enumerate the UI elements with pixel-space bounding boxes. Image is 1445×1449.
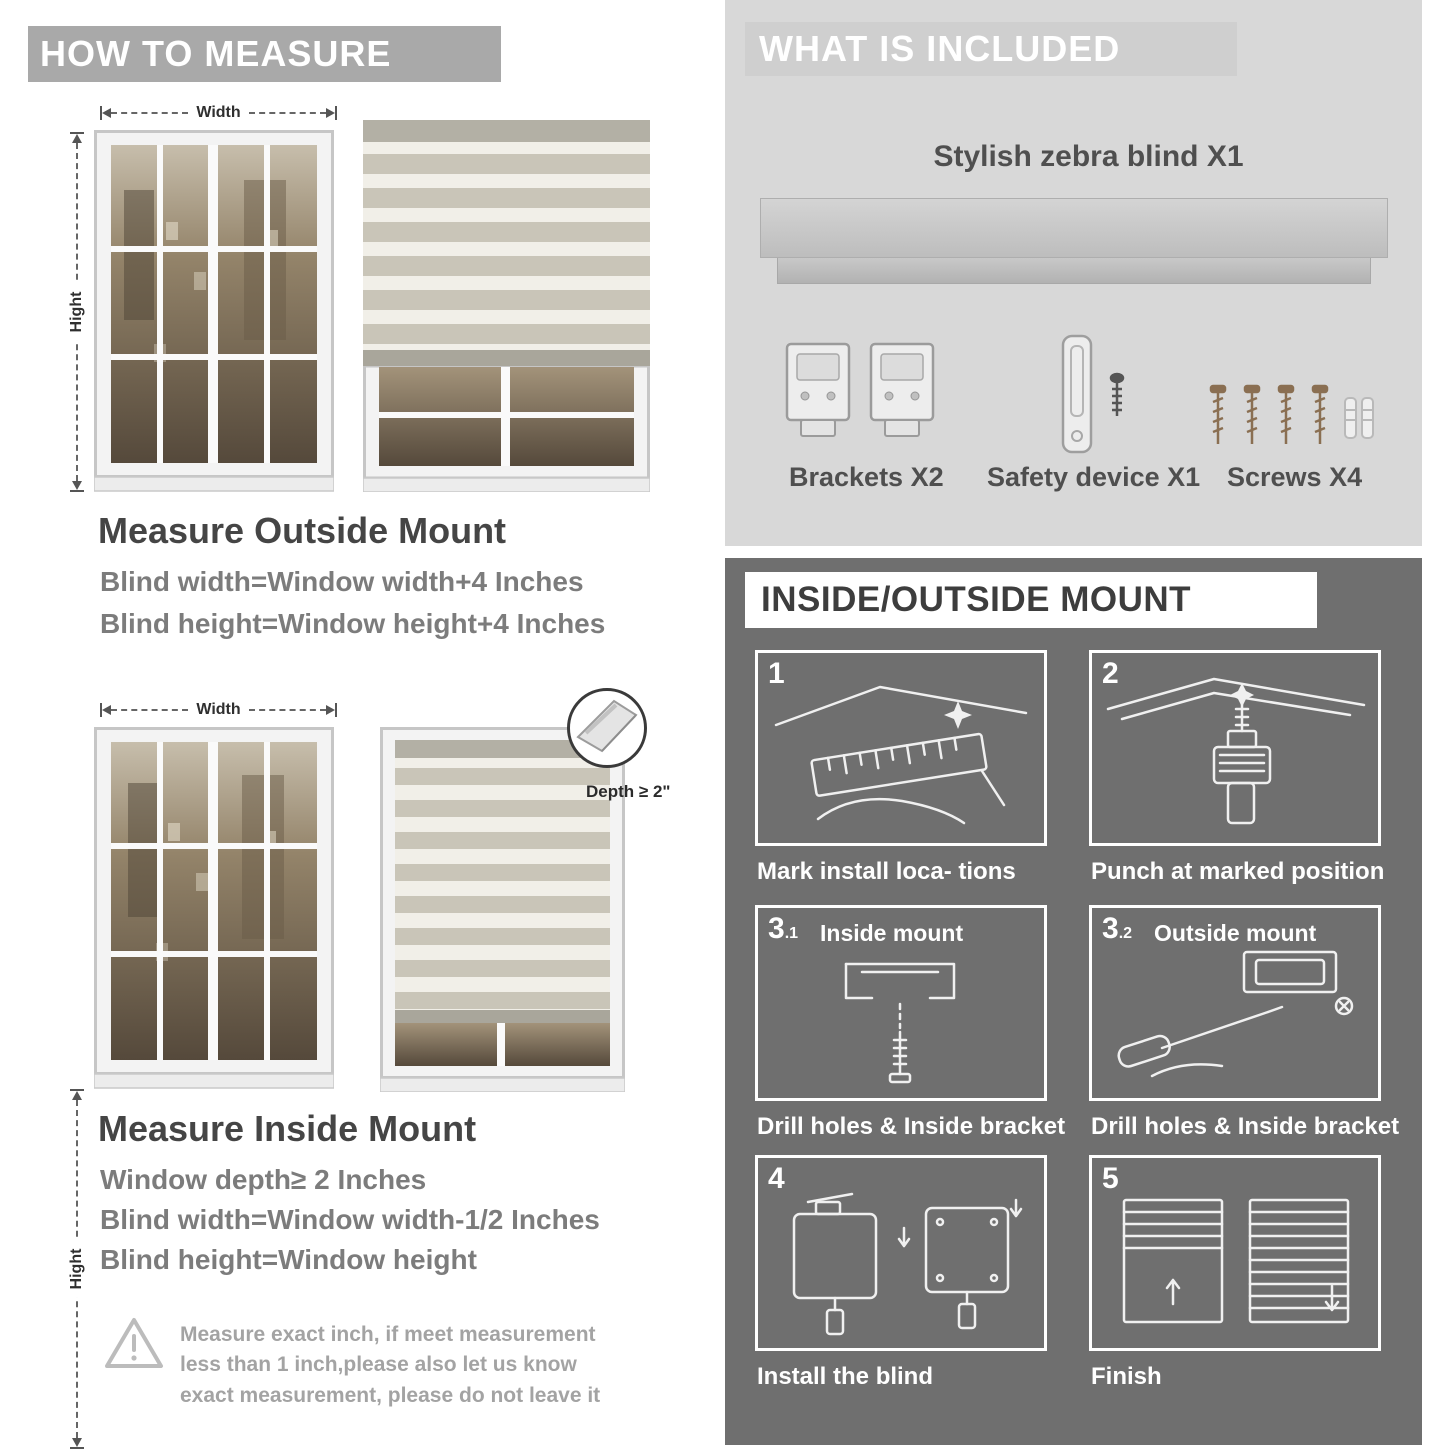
safety-device-label: Safety device X1	[987, 462, 1201, 492]
step-caption: Drill holes & Inside bracket	[757, 1113, 1066, 1140]
brackets-label: Brackets X2	[789, 462, 944, 492]
finish-blinds-icon	[1122, 1198, 1350, 1324]
depth-label: Depth ≥ 2"	[586, 782, 671, 801]
width-arrow-label: Width	[196, 701, 241, 718]
frame-corner-zoom-icon	[576, 699, 638, 753]
what-is-included-section: WHAT IS INCLUDED Stylish zebra blind X1	[725, 0, 1422, 546]
step-title: Inside mount	[820, 920, 964, 946]
width-arrow-label: Width	[196, 104, 241, 121]
step-caption: Drill holes & Inside bracket	[1091, 1113, 1400, 1140]
measurement-note: Measure exact inch, if meet measurement …	[180, 1323, 601, 1407]
step-panel-2: 2	[1089, 650, 1381, 846]
inside-mount-title: Measure Inside Mount	[98, 1108, 477, 1149]
width-arrow: Width	[100, 701, 337, 718]
mount-instructions-section: INSIDE/OUTSIDE MOUNT 1 2	[725, 558, 1422, 1445]
step-panel-3-1: 3.1 Inside mount	[755, 905, 1047, 1101]
step-panel-3-2: 3.2 Outside mount	[1089, 905, 1381, 1101]
step-number: 5	[1102, 1162, 1119, 1195]
mark-locations-icon	[774, 685, 1028, 825]
zebra-blind-outside-illustration	[363, 120, 650, 492]
mount-header: INSIDE/OUTSIDE MOUNT	[745, 572, 1317, 628]
step-panel-5: 5	[1089, 1155, 1381, 1351]
step-caption: Punch at marked position	[1091, 858, 1385, 885]
zebra-blind-inside-illustration	[380, 727, 625, 1092]
install-blind-icon	[792, 1192, 1023, 1336]
outside-mount-line: Blind height=Window height+4 Inches	[100, 608, 606, 639]
window-illustration	[94, 130, 334, 492]
step-caption: Mark install loca- tions	[757, 858, 1016, 885]
step-number: 3.1	[768, 912, 799, 945]
step-panel-4: 4	[755, 1155, 1047, 1351]
inside-mount-line: Window depth≥ 2 Inches	[100, 1164, 427, 1195]
product-title: Stylish zebra blind X1	[933, 140, 1244, 173]
step-number: 2	[1102, 657, 1119, 690]
drill-icon	[1106, 677, 1366, 825]
step-number: 3.2	[1102, 912, 1133, 945]
height-arrow-label: Hight	[66, 283, 88, 341]
outside-mount-title: Measure Outside Mount	[98, 510, 507, 551]
what-is-included-header: WHAT IS INCLUDED	[745, 22, 1237, 76]
depth-callout-circle	[567, 688, 647, 768]
step-panel-1: 1	[755, 650, 1047, 846]
warning-triangle-icon	[105, 1318, 163, 1368]
height-arrow: Hight	[66, 132, 88, 492]
screws-label: Screws X4	[1227, 462, 1363, 492]
step-title: Outside mount	[1154, 920, 1317, 946]
outside-mount-line: Blind width=Window width+4 Inches	[100, 566, 584, 597]
inside-mount-line: Blind height=Window height	[100, 1244, 477, 1275]
inside-mount-line: Blind width=Window width-1/2 Inches	[100, 1204, 600, 1235]
safety-device-icon	[1061, 334, 1125, 454]
outside-bracket-icon	[1117, 950, 1354, 1078]
screws-icon	[1209, 384, 1374, 444]
height-arrow: Hight	[66, 1089, 88, 1449]
window-illustration	[94, 727, 334, 1089]
step-number: 4	[768, 1162, 785, 1195]
width-arrow: Width	[100, 104, 337, 121]
brackets-icon	[785, 342, 935, 437]
step-number: 1	[768, 657, 785, 690]
step-caption: Install the blind	[757, 1363, 934, 1390]
inside-bracket-icon	[844, 962, 956, 1084]
how-to-measure-header: HOW TO MEASURE	[28, 26, 501, 82]
headrail-bottom-bar	[777, 258, 1371, 284]
headrail-illustration	[760, 198, 1388, 258]
height-arrow-label: Hight	[66, 1240, 88, 1298]
step-caption: Finish	[1091, 1363, 1162, 1390]
